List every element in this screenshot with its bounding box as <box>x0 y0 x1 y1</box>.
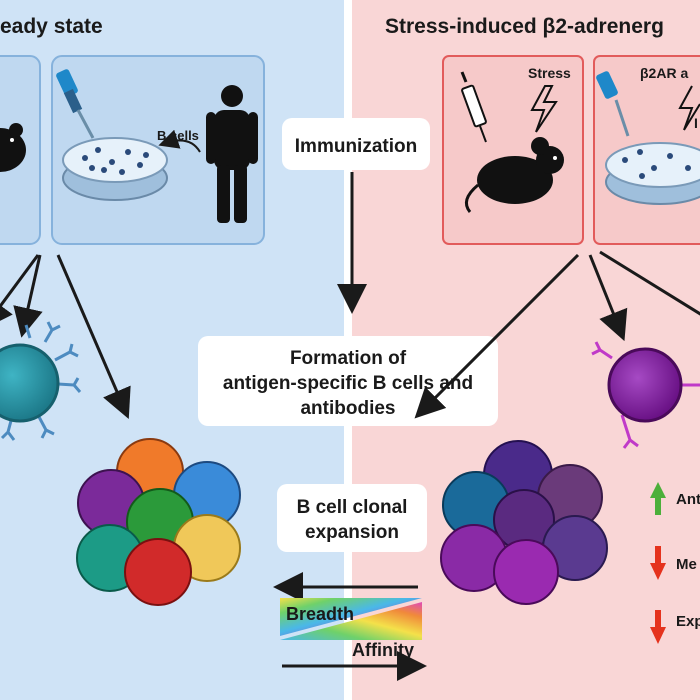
indicator-1-label: Ant <box>676 491 700 508</box>
left-panel-title: eady state <box>0 15 103 38</box>
mouse-icon-right <box>464 137 564 213</box>
indicator-2: Me <box>650 546 697 580</box>
breadth-wedge <box>280 598 422 636</box>
breadth-affinity-legend: Breadth Affinity <box>273 572 427 681</box>
person-icon <box>206 85 258 223</box>
lightning-icon-right <box>678 85 700 131</box>
right-arrow-1 <box>414 253 580 419</box>
up-arrow-icon <box>650 482 666 515</box>
indicator-1: Ant <box>650 482 700 515</box>
right-agonist-box: β2AR a I <box>593 55 700 245</box>
expansion-line1: B cell clonal <box>297 497 408 518</box>
breadth-label: Breadth <box>286 604 354 624</box>
left-arrow-1 <box>0 254 40 330</box>
down-arrow-icon-2 <box>650 610 666 644</box>
formation-line2: antigen-specific B cells and <box>223 373 473 394</box>
affinity-wedge <box>280 602 422 640</box>
formation-line1: Formation of <box>290 348 407 369</box>
expansion-box: B cell clonal expansion <box>277 484 427 552</box>
down-arrow-icon <box>650 546 666 580</box>
clone-red <box>124 538 192 606</box>
left-arrow-3 <box>56 254 131 420</box>
pipette-icon <box>56 69 95 139</box>
affinity-label: Affinity <box>352 640 414 660</box>
expansion-line2: expansion <box>305 522 399 543</box>
indicator-2-label: Me <box>676 556 697 573</box>
stress-label: Stress <box>528 65 571 81</box>
bcells-label: B cells <box>157 128 199 143</box>
right-arrow-2 <box>588 254 628 342</box>
sample-arrow <box>158 129 201 153</box>
right-clone-cluster <box>440 440 608 605</box>
clone-r7 <box>493 539 559 605</box>
left-human-box: B cells <box>51 55 265 245</box>
left-mouse-box <box>0 55 41 245</box>
agonist-label: β2AR a <box>640 65 688 81</box>
left-arrow-2 <box>13 254 43 338</box>
mouse-icon <box>0 123 26 172</box>
formation-line3: antibodies <box>300 398 395 419</box>
partial-label: I <box>694 115 698 131</box>
right-panel-title: Stress-induced β2-adrenerg <box>385 15 664 38</box>
immunization-label: Immunization <box>295 136 417 157</box>
pipette-icon-right <box>596 71 630 137</box>
left-bcell <box>0 321 82 441</box>
right-bcell <box>591 341 700 449</box>
right-arrow-3 <box>599 250 700 316</box>
indicator-3-label: Exp <box>676 613 700 630</box>
petri-dish-right <box>605 142 700 205</box>
syringe-icon <box>460 71 487 143</box>
right-stress-box: Stress <box>442 55 584 245</box>
immunization-box: Immunization <box>282 118 430 170</box>
petri-dish-icon <box>62 137 168 201</box>
left-clone-cluster <box>76 438 241 606</box>
indicator-3: Exp <box>650 610 700 644</box>
lightning-icon <box>530 85 558 133</box>
